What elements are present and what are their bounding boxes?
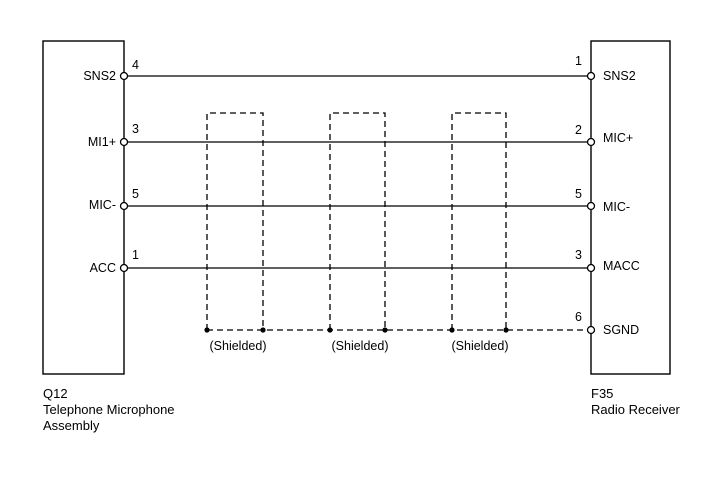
left-pin-label: MI1+ bbox=[88, 135, 116, 149]
right-terminal bbox=[586, 263, 596, 273]
right-terminal bbox=[586, 325, 596, 335]
left-terminal bbox=[119, 263, 129, 273]
right-pin-label: MIC+ bbox=[603, 131, 633, 145]
shield-junction-dot bbox=[204, 327, 210, 333]
left-pin-label: ACC bbox=[90, 261, 116, 275]
left-component-id: Q12 bbox=[43, 386, 68, 401]
left-terminal bbox=[119, 71, 129, 81]
left-pin-number: 1 bbox=[132, 248, 139, 262]
left-pin-number: 4 bbox=[132, 58, 139, 72]
right-component-id: F35 bbox=[591, 386, 614, 401]
left-pin-label: MIC- bbox=[89, 198, 116, 212]
left-component-name-line2: Assembly bbox=[43, 418, 100, 433]
shield-label: (Shielded) bbox=[210, 339, 267, 353]
shield-outline bbox=[206, 112, 264, 330]
left-pin-label: SNS2 bbox=[83, 69, 116, 83]
right-pin-label: MACC bbox=[603, 259, 640, 273]
left-component-caption: Q12 Telephone Microphone Assembly bbox=[43, 386, 175, 434]
left-terminal bbox=[119, 137, 129, 147]
right-terminal bbox=[586, 137, 596, 147]
right-terminal bbox=[586, 201, 596, 211]
left-pin-number: 3 bbox=[132, 122, 139, 136]
left-terminal bbox=[119, 201, 129, 211]
right-pin-label: SGND bbox=[603, 323, 639, 337]
right-pin-number: 1 bbox=[575, 54, 582, 68]
right-pin-label: SNS2 bbox=[603, 69, 636, 83]
right-pin-number: 6 bbox=[575, 310, 582, 324]
shield-junction-dot bbox=[382, 327, 388, 333]
right-terminal bbox=[586, 71, 596, 81]
right-component-name-line1: Radio Receiver bbox=[591, 402, 680, 417]
right-component-caption: F35 Radio Receiver bbox=[591, 386, 680, 418]
left-component-name-line1: Telephone Microphone bbox=[43, 402, 175, 417]
right-pin-number: 2 bbox=[575, 123, 582, 137]
shield-outline bbox=[329, 112, 386, 330]
right-pin-number: 3 bbox=[575, 248, 582, 262]
shield-junction-dot bbox=[449, 327, 455, 333]
shield-label: (Shielded) bbox=[332, 339, 389, 353]
right-pin-number: 5 bbox=[575, 187, 582, 201]
left-pin-number: 5 bbox=[132, 187, 139, 201]
right-pin-label: MIC- bbox=[603, 200, 630, 214]
shield-junction-dot bbox=[503, 327, 509, 333]
shield-junction-dot bbox=[327, 327, 333, 333]
shield-outline bbox=[451, 112, 507, 330]
shield-junction-dot bbox=[260, 327, 266, 333]
shield-label: (Shielded) bbox=[452, 339, 509, 353]
